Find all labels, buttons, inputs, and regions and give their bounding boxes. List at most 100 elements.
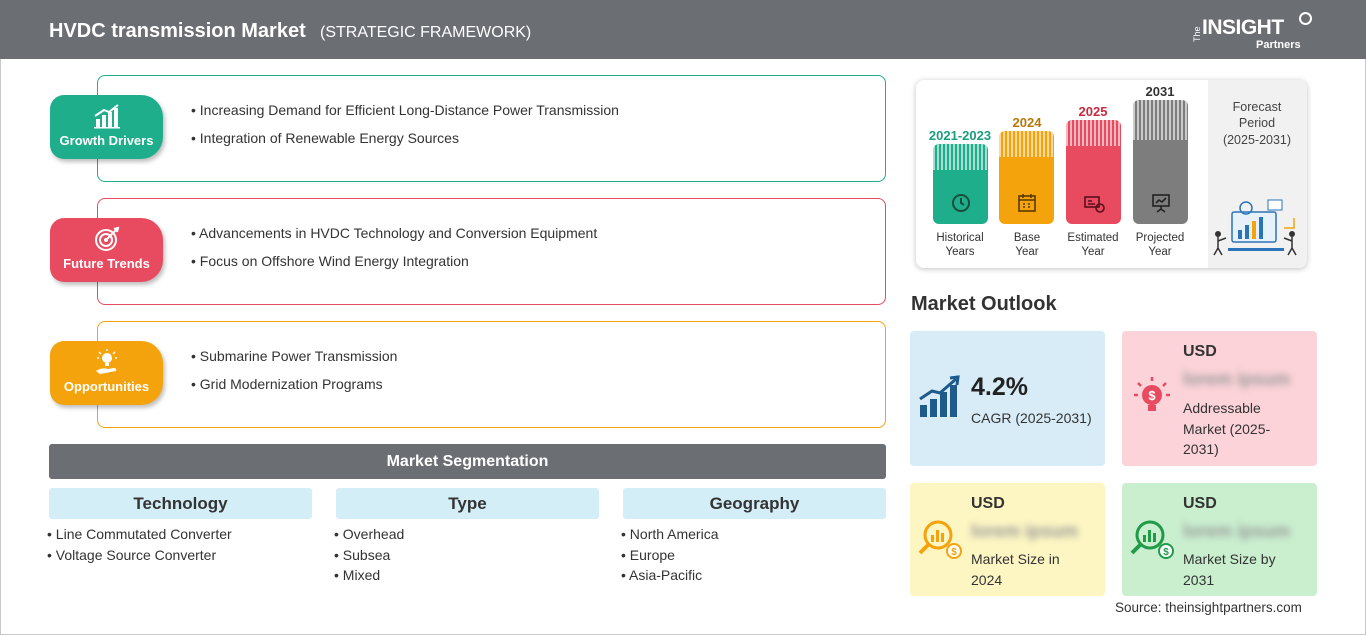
badge-label: Future Trends [63,256,150,271]
presentation-icon [1152,194,1170,213]
forecast-title-line: Period [1238,116,1276,130]
page-title: HVDC transmission Market [49,20,306,42]
label-line: Years [945,246,975,258]
estimate-icon [1084,196,1105,213]
segment-heading-geography: Geography [623,488,886,519]
history-icon [952,194,970,212]
list-item: Overhead [334,524,404,545]
list-item: Grid Modernization Programs [191,370,397,398]
logo-the: The [1192,26,1202,42]
label-line: Year [1081,246,1105,258]
label-line: Estimated [1067,232,1119,244]
segment-heading-type: Type [336,488,599,519]
logo-ring-icon [1299,12,1312,25]
size-2024-label: Market Size in 2024 [971,551,1060,588]
badge-label: Opportunities [63,379,150,394]
label-line: Year [1015,246,1039,258]
svg-text:$: $ [1148,388,1156,403]
addressable-currency: USD [1183,343,1217,360]
svg-text:$: $ [951,547,957,558]
target-icon [95,226,120,251]
timeline-year-projected: 2031 [1145,84,1175,99]
dollar-bulb-icon: $ [1134,377,1170,411]
timeline-bar-projected [1133,100,1188,224]
lightbulb-hand-icon [96,349,117,374]
market-size-2031-tile: $ USD lorem ipsum Market Size by 2031 [1122,483,1317,596]
timeline-label-projected: Projected Year [1120,231,1200,259]
size-2024-value: lorem ipsum [971,521,1079,541]
label-line: Base [1013,232,1041,244]
header-bar: HVDC transmission Market (STRATEGIC FRAM… [0,0,1366,59]
size-2024-currency: USD [971,495,1005,512]
bar-stripes [999,131,1054,157]
list-item: Integration of Renewable Energy Sources [191,124,619,152]
list-item: Subsea [334,545,404,566]
segment-list-type: Overhead Subsea Mixed [334,524,404,586]
badge-label: Growth Drivers [59,133,154,148]
addressable-market-tile: $ USD lorem ipsum Addressable Market (20… [1122,331,1317,466]
addressable-value: lorem ipsum [1183,369,1291,389]
forecast-title-line: Forecast [1232,100,1282,114]
logo-insight: INSIGHT [1202,16,1284,39]
list-item: Voltage Source Converter [47,545,232,566]
opportunities-badge: Opportunities [50,341,163,405]
growth-chart-icon [94,104,120,129]
label-line: Historical [936,232,984,244]
bar-stripes [1133,100,1188,140]
magnifier-chart-icon: $ [1130,520,1174,559]
timeline-bar-base [999,131,1054,224]
insight-partners-logo[interactable]: The INSIGHT Partners [1192,12,1322,52]
future-trends-badge: Future Trends [50,218,163,282]
list-item: Focus on Offshore Wind Energy Integratio… [191,247,597,275]
timeline-label-estimated: Estimated Year [1053,231,1133,259]
opportunities-card: Submarine Power Transmission Grid Modern… [97,321,886,428]
list-item: Submarine Power Transmission [191,342,398,370]
size-2031-currency: USD [1183,495,1217,512]
bar-stripes [1066,120,1121,146]
segment-list-geography: North America Europe Asia-Pacific [621,524,719,586]
source-credit[interactable]: Source: theinsightpartners.com [1115,600,1302,615]
market-size-2024-tile: $ USD lorem ipsum Market Size in 2024 [910,483,1105,596]
timeline-label-historical: Historical Years [920,231,1000,259]
timeline-year-estimated: 2025 [1078,104,1108,119]
addressable-label: Addressable Market (2025-2031) [1183,400,1271,457]
timeline-bar-historical [933,144,988,224]
label-line: Projected [1135,232,1185,244]
cagr-tile: 4.2% CAGR (2025-2031) [910,331,1105,466]
timeline-bar-estimated [1066,120,1121,224]
logo-partners: Partners [1256,39,1301,51]
timeline-year-historical: 2021-2023 [928,128,992,143]
svg-text:$: $ [1163,547,1169,558]
future-trends-card: Advancements in HVDC Technology and Conv… [97,198,886,305]
future-trends-list: Advancements in HVDC Technology and Conv… [191,219,597,275]
magnifier-chart-icon: $ [918,520,962,559]
opportunities-list: Submarine Power Transmission Grid Modern… [191,342,398,398]
list-item: Line Commutated Converter [47,524,232,545]
growth-drivers-list: Increasing Demand for Efficient Long-Dis… [191,96,619,152]
size-2031-label: Market Size by 2031 [1183,551,1276,588]
segment-list-technology: Line Commutated Converter Voltage Source… [47,524,232,565]
growth-drivers-badge: Growth Drivers [50,95,163,159]
timeline-year-base: 2024 [1012,115,1042,130]
market-outlook-title: Market Outlook [911,293,1057,315]
timeline-label-base: Base Year [987,231,1067,259]
segmentation-header: Market Segmentation [49,444,886,479]
calendar-icon [1018,194,1036,212]
list-item: Europe [621,545,719,566]
cagr-value: 4.2% [971,373,1028,401]
analytics-illustration-icon [1213,199,1297,256]
cagr-label: CAGR (2025-2031) [971,410,1092,426]
growth-bars-icon [919,375,960,417]
list-item: Advancements in HVDC Technology and Conv… [191,219,597,247]
size-2031-value: lorem ipsum [1183,521,1291,541]
forecast-title: Forecast Period [1212,99,1302,131]
list-item: North America [621,524,719,545]
list-item: Asia-Pacific [621,565,719,586]
segment-heading-technology: Technology [49,488,312,519]
bar-stripes [933,144,988,170]
page-subtitle: (STRATEGIC FRAMEWORK) [320,24,532,41]
growth-drivers-card: Increasing Demand for Efficient Long-Dis… [97,75,886,182]
list-item: Increasing Demand for Efficient Long-Dis… [191,96,619,124]
label-line: Year [1148,246,1172,258]
forecast-range: (2025-2031) [1222,133,1292,147]
